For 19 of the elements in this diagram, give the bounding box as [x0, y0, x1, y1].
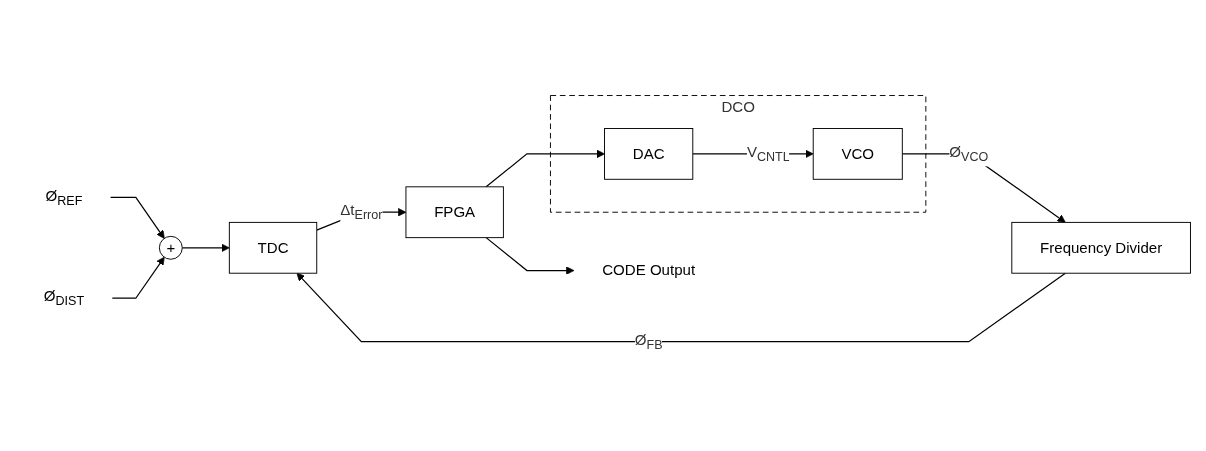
arrow [109, 197, 165, 240]
arrow [111, 257, 165, 300]
node-text: CODE Output [602, 262, 696, 279]
arrow [485, 237, 575, 276]
node-box: DAC [604, 128, 694, 181]
node-text: Ø$_{DIST}$ [43, 288, 85, 309]
node-box: TDC [228, 222, 318, 275]
edge-label: Ø$_{VCO}$ [949, 144, 989, 165]
node-text: Ø$_{REF}$ [45, 187, 83, 208]
edge-label: V$_{CNTL}$ [746, 144, 790, 165]
arrow [181, 244, 230, 253]
edge-label: Δt$_{Error}$ [340, 202, 383, 223]
node-circle: + [158, 236, 183, 261]
node-box: Frequency Divider [1011, 222, 1191, 275]
node-box: VCO [812, 128, 903, 181]
node-box: FPGA [405, 186, 504, 239]
edge-label: Ø$_{FB}$ [634, 332, 663, 353]
arrow [485, 150, 605, 188]
arrow [296, 273, 1066, 343]
